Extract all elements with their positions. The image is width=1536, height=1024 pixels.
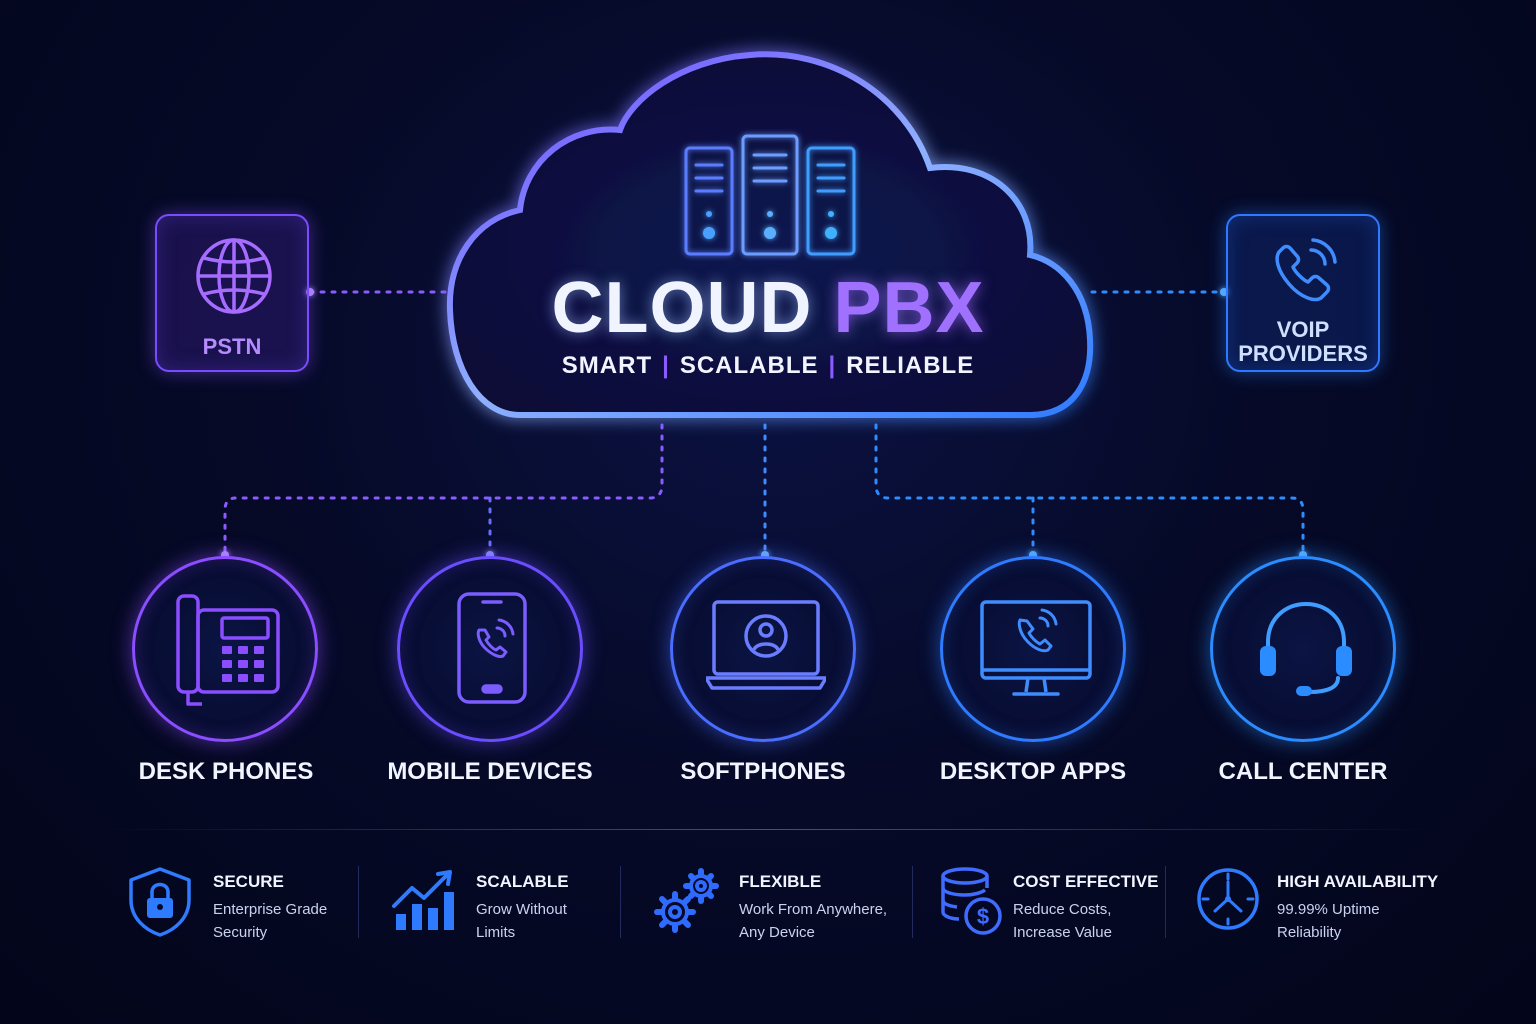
- device-softphones: [670, 556, 856, 742]
- device-call-center: [1210, 556, 1396, 742]
- feature-separator: [620, 866, 621, 938]
- cloud-title-part2: PBX: [833, 268, 985, 348]
- feature-separator: [1165, 866, 1166, 938]
- desk-phones-label: DESK PHONES: [138, 758, 314, 785]
- feature-flexible-desc: Work From Anywhere, Any Device: [739, 898, 939, 944]
- mobile-devices-label: MOBILE DEVICES: [387, 758, 593, 785]
- cloud-title: CLOUD PBX: [468, 268, 1068, 348]
- feature-high-availability-desc: 99.99% Uptime Reliability: [1277, 898, 1477, 944]
- feature-separator: [912, 866, 913, 938]
- feature-flexible-line1: Work From Anywhere,: [739, 901, 888, 918]
- feature-cost-effective-desc: Reduce Costs, Increase Value: [1013, 898, 1213, 944]
- voip-label-line2: PROVIDERS: [1238, 341, 1368, 366]
- feature-secure-line1: Enterprise Grade: [213, 901, 328, 918]
- feature-high-availability-line1: 99.99% Uptime: [1277, 901, 1380, 918]
- pstn-label: PSTN: [202, 334, 262, 359]
- voip-providers-node: VOIP PROVIDERS: [1226, 214, 1380, 372]
- feature-high-availability-title: HIGH AVAILABILITY: [1277, 872, 1439, 891]
- softphones-label: SOFTPHONES: [680, 758, 846, 785]
- feature-scalable-line1: Grow Without: [476, 901, 567, 918]
- feature-flexible-title: FLEXIBLE: [739, 872, 822, 891]
- pstn-node: PSTN: [155, 214, 309, 372]
- feature-secure-line2: Security: [213, 924, 268, 941]
- feature-separator: [358, 866, 359, 938]
- shield-lock-icon: [129, 867, 191, 937]
- subtitle-reliable: RELIABLE: [846, 352, 975, 379]
- feature-flexible-line2: Any Device: [739, 924, 815, 941]
- clock-icon: [1197, 868, 1259, 930]
- section-divider: [100, 829, 1436, 830]
- feature-high-availability-line2: Reliability: [1277, 924, 1342, 941]
- globe-icon: [196, 238, 272, 314]
- cloud-subtitle: SMART|SCALABLE|RELIABLE: [561, 352, 975, 379]
- monitor-call-icon: [980, 600, 1092, 696]
- gears-icon: [654, 868, 719, 933]
- feature-scalable-line2: Limits: [476, 924, 516, 941]
- device-mobile-devices: [397, 556, 583, 742]
- connector-lines: [223, 290, 1305, 555]
- mobile-phone-icon: [457, 592, 527, 704]
- voip-label: VOIP PROVIDERS: [1228, 318, 1378, 366]
- feature-secure-desc: Enterprise Grade Security: [213, 898, 413, 944]
- feature-cost-effective-title: COST EFFECTIVE: [1013, 872, 1159, 891]
- phone-call-icon: [1275, 238, 1337, 302]
- subtitle-smart: SMART: [561, 352, 653, 379]
- device-desktop-apps: [940, 556, 1126, 742]
- feature-cost-effective-line2: Increase Value: [1013, 924, 1112, 941]
- voip-label-line1: VOIP: [1276, 317, 1330, 342]
- headset-icon: [1260, 601, 1352, 696]
- cloud-title-part1: CLOUD: [551, 268, 813, 348]
- server-rack-icon: [684, 134, 856, 256]
- device-desk-phones: [132, 556, 318, 742]
- desktop-apps-label: DESKTOP APPS: [939, 758, 1127, 785]
- coins-dollar-icon: $: [941, 867, 1002, 935]
- growth-chart-icon: [392, 870, 454, 930]
- feature-secure-title: SECURE: [213, 872, 284, 891]
- call-center-label: CALL CENTER: [1218, 758, 1388, 785]
- svg-text:$: $: [977, 904, 989, 929]
- desk-phone-icon: [176, 594, 280, 706]
- feature-scalable-desc: Grow Without Limits: [476, 898, 676, 944]
- laptop-user-icon: [706, 600, 826, 690]
- subtitle-scalable: SCALABLE: [679, 352, 819, 379]
- feature-cost-effective-line1: Reduce Costs,: [1013, 901, 1112, 918]
- feature-scalable-title: SCALABLE: [476, 872, 569, 891]
